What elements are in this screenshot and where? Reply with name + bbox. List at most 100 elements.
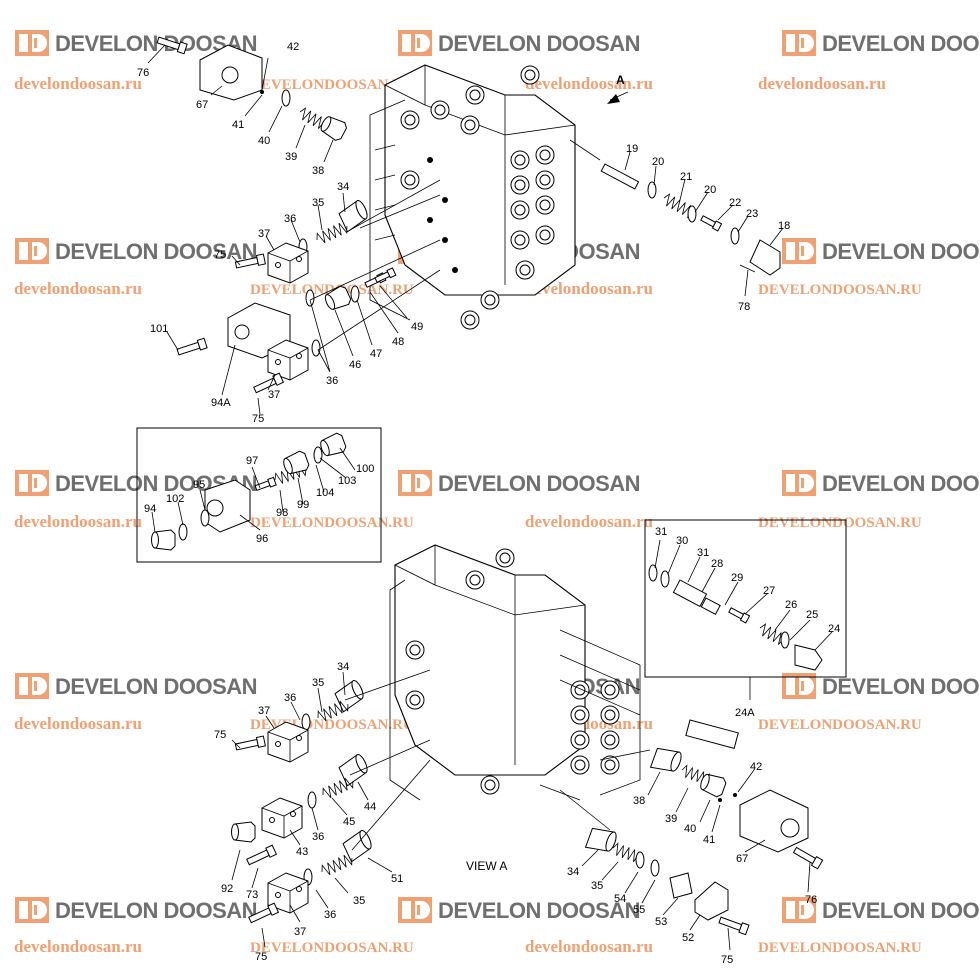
part-label: 51 <box>391 873 403 885</box>
part-label: 19 <box>626 143 638 155</box>
part-label: 104 <box>316 487 334 499</box>
wm-url: DEVELONDOOSAN.RU <box>758 940 922 956</box>
part-label: 73 <box>246 889 258 901</box>
wm-url: DEVELONDOOSAN.RU <box>250 515 414 531</box>
top-left-parts <box>155 34 441 396</box>
top-valve-body <box>369 64 576 330</box>
wm-brand: DEVELON DOOSAN <box>55 239 257 264</box>
part-label: 99 <box>297 499 309 511</box>
part-label: 97 <box>246 455 258 467</box>
wm-url: develondoosan.ru <box>525 512 653 531</box>
part-label: 55 <box>633 904 645 916</box>
bottom-valve-body <box>389 544 739 801</box>
wm-url: DEVELONDOOSAN.RU <box>250 77 414 93</box>
wm-url: develondoosan.ru <box>14 279 142 298</box>
wm-url: develondoosan.ru <box>14 74 142 93</box>
part-label: 40 <box>258 135 270 147</box>
bottom-right-parts <box>559 744 824 936</box>
part-label: 103 <box>338 475 356 487</box>
part-label: 37 <box>258 228 270 240</box>
part-label: 28 <box>711 558 723 570</box>
part-label: 49 <box>411 321 423 333</box>
part-label: 94A <box>211 397 231 409</box>
part-label: 26 <box>785 599 797 611</box>
part-label: 100 <box>356 463 374 475</box>
part-label: 76 <box>805 894 817 906</box>
part-label: 31 <box>655 526 667 538</box>
part-label: 75 <box>721 954 733 966</box>
part-label: 36 <box>312 831 324 843</box>
wm-brand: DEVELON DOOSAN <box>822 898 980 923</box>
part-label: 43 <box>296 846 308 858</box>
part-label: 34 <box>337 661 349 673</box>
part-label: 45 <box>343 816 355 828</box>
part-label: 24A <box>735 707 755 719</box>
part-label: 36 <box>324 909 336 921</box>
wm-url: DEVELONDOOSAN.RU <box>758 282 922 298</box>
part-label: 41 <box>232 119 244 131</box>
part-label: 35 <box>312 197 324 209</box>
part-label: 75 <box>214 729 226 741</box>
wm-url: develondoosan.ru <box>525 74 653 93</box>
wm-url: develondoosan.ru <box>14 512 142 531</box>
part-label: 92 <box>221 883 233 895</box>
wm-brand: DEVELON DOOSAN <box>822 239 980 264</box>
part-label: 95 <box>193 479 205 491</box>
part-label: 31 <box>697 547 709 559</box>
part-label: 101 <box>150 323 168 335</box>
part-label: 18 <box>778 220 790 232</box>
wm-brand: DEVELON DOOSAN <box>438 31 640 56</box>
wm-url: develondoosan.ru <box>525 937 653 956</box>
part-label: 102 <box>166 493 184 505</box>
part-label: 35 <box>353 895 365 907</box>
part-label: 30 <box>676 535 688 547</box>
part-label: 75 <box>252 413 264 425</box>
part-label: 23 <box>746 208 758 220</box>
watermarks: DEVELON DOOSAN DEVELON DOOSAN DEVELON DO… <box>14 30 980 956</box>
part-label: 20 <box>704 184 716 196</box>
part-label: 94 <box>144 503 156 515</box>
part-label: 34 <box>567 866 579 878</box>
leader-lines <box>147 44 833 951</box>
wm-url: develondoosan.ru <box>14 937 142 956</box>
part-label: 40 <box>684 823 696 835</box>
part-label: 67 <box>736 853 748 865</box>
part-label: 52 <box>682 932 694 944</box>
part-label: 37 <box>258 705 270 717</box>
part-label: 35 <box>591 880 603 892</box>
top-right-parts <box>569 91 781 276</box>
wm-url: develondoosan.ru <box>758 74 886 93</box>
part-label: 39 <box>285 151 297 163</box>
part-label: 67 <box>196 99 208 111</box>
part-label: 96 <box>256 533 268 545</box>
wm-url: develondoosan.ru <box>525 279 653 298</box>
wm-brand: DEVELON DOOSAN <box>55 674 257 699</box>
detail-94A-box <box>136 427 382 563</box>
part-label: 20 <box>652 156 664 168</box>
part-label: 75 <box>214 249 226 261</box>
wm-brand: DEVELON DOOSAN <box>822 674 980 699</box>
part-label: 78 <box>738 301 750 313</box>
part-label: 35 <box>312 677 324 689</box>
part-label: 36 <box>284 213 296 225</box>
part-label: 44 <box>364 801 376 813</box>
part-label: 29 <box>731 572 743 584</box>
detail-24A-box <box>644 519 847 700</box>
wm-url: develondoosan.ru <box>14 714 142 733</box>
part-label: 53 <box>655 916 667 928</box>
part-label: 24 <box>828 623 840 635</box>
part-label: 38 <box>633 795 645 807</box>
wm-brand: DEVELON DOOSAN <box>438 898 640 923</box>
part-label: 47 <box>370 348 382 360</box>
part-label: 27 <box>763 585 775 597</box>
part-label: 25 <box>806 609 818 621</box>
wm-brand: DEVELON DOOSAN <box>438 471 640 496</box>
part-label: 75 <box>255 951 267 963</box>
part-label: 34 <box>337 181 349 193</box>
part-label: 42 <box>287 41 299 53</box>
part-label: 37 <box>268 389 280 401</box>
part-label: 54 <box>614 893 626 905</box>
wm-url: DEVELONDOOSAN.RU <box>758 515 922 531</box>
wm-url: DEVELONDOOSAN.RU <box>758 717 922 733</box>
